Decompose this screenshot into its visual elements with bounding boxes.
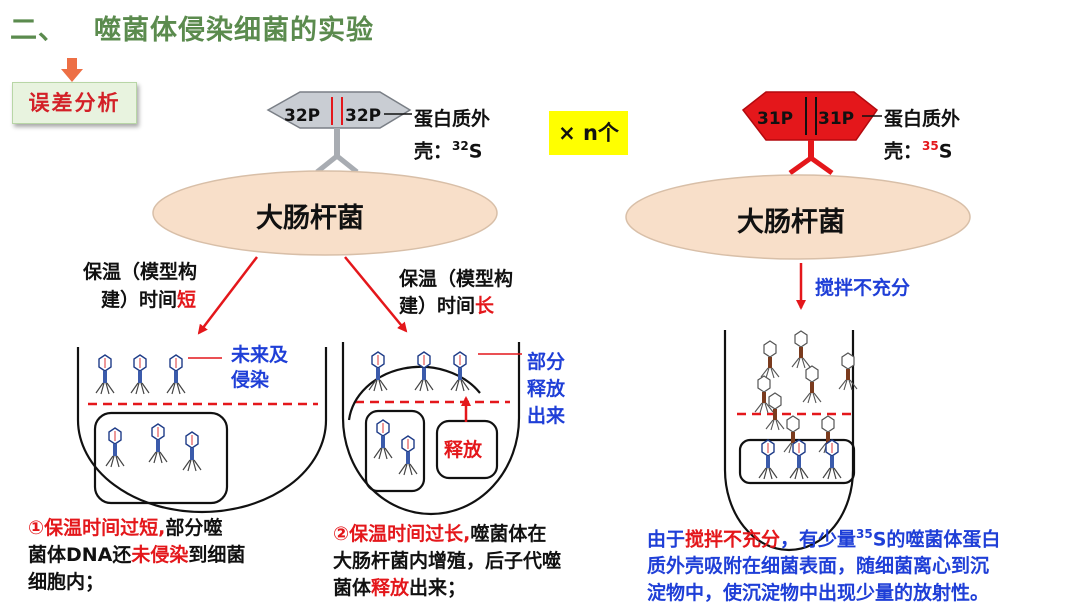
- ecoli-left-ellipse: [152, 170, 498, 256]
- tube-long: [341, 342, 522, 516]
- arrow-mid-label-2: 建）时间长: [399, 295, 495, 317]
- tube-stir: [723, 330, 858, 552]
- tube2-note-2: 释放: [527, 378, 566, 400]
- title-number: 二、: [10, 15, 66, 46]
- release-label: 释放: [444, 439, 483, 461]
- phage-left-shell-line2: 壳：32S: [414, 139, 483, 163]
- arrow-left: [197, 256, 258, 335]
- tube2-note-1: 部分: [527, 351, 566, 373]
- tube1-note-1: 未来及: [231, 344, 289, 366]
- arrow-left-label-2: 建）时间短: [101, 289, 197, 311]
- slide-title: 二、噬菌体侵染细菌的实验: [10, 8, 374, 47]
- ecoli-right-ellipse: [625, 174, 971, 260]
- ecoli-left-label: 大肠杆菌: [256, 203, 364, 234]
- error-analysis-tag: 误差分析: [12, 82, 137, 124]
- phage-right-shell-line2: 壳：35S: [884, 139, 953, 163]
- ecoli-right-label: 大肠杆菌: [737, 207, 845, 238]
- arrow-mid-label-1: 保温（模型构: [399, 268, 514, 290]
- phage-right-p-left: 31P: [757, 109, 794, 129]
- explanation-long: ②保温时间过长,噬菌体在 大肠杆菌内增殖，后子代噬 菌体释放出来；: [333, 523, 562, 599]
- phage-right-shell-line1: 蛋白质外: [884, 108, 961, 130]
- phage-35s-icon: [741, 91, 882, 176]
- tube2-note-3: 出来: [527, 405, 566, 427]
- arrow-left-label-1: 保温（模型构: [83, 261, 198, 283]
- explanation-short: ①保温时间过短,部分噬 菌体DNA还未侵染到细菌 细胞内；: [28, 517, 246, 593]
- title-text: 噬菌体侵染细菌的实验: [94, 15, 374, 46]
- phage-left-p-right: 32P: [345, 106, 382, 126]
- tag-arrow-icon: [61, 58, 83, 82]
- phage-right-p-right: 31P: [818, 109, 855, 129]
- arrow-right-label: 搅拌不充分: [815, 277, 911, 299]
- arrow-middle: [344, 256, 408, 333]
- explanation-stir: 由于搅拌不充分，有少量35S的噬菌体蛋白 质外壳吸附在细菌表面，随细菌离心到沉 …: [647, 527, 1001, 605]
- phage-left-shell-line1: 蛋白质外: [414, 108, 491, 130]
- tube-short: [76, 347, 328, 514]
- phage-left-p-left: 32P: [284, 106, 321, 126]
- tube1-note-2: 侵染: [231, 369, 270, 391]
- phage-32p-icon: [266, 91, 412, 174]
- multiplier-box: × n个: [549, 111, 628, 155]
